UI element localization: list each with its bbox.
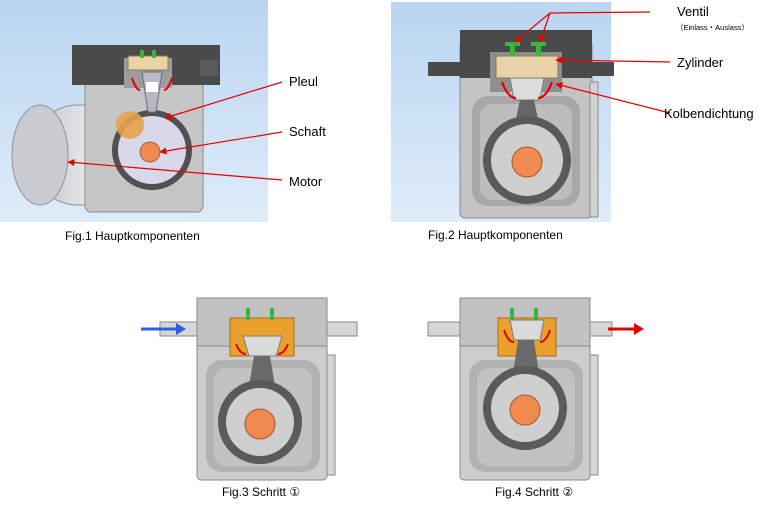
fig2-callout-ventil: Ventil [677, 4, 709, 19]
fig2-callout-kolbendichtung: Kolbendichtung [664, 106, 754, 121]
figure-1: Pleul Schaft Motor Fig.1 Hauptkomponente… [0, 0, 326, 243]
figure-2: Ventil （Einlass・Auslass） Zylinder Kolben… [391, 2, 754, 242]
fig2-shaft [511, 146, 543, 178]
fig4-shaft [509, 394, 541, 426]
fig1-callout-pleul: Pleul [289, 74, 318, 89]
fig2-zylinder-arrow [555, 56, 671, 64]
fig2-kolbendichtung-arrow [555, 82, 671, 114]
figure-3: Fig.3 Schritt ① [141, 297, 358, 499]
fig3-piston [229, 308, 295, 357]
fig4-outflow-arrowhead [634, 323, 644, 335]
fig4-caption: Fig.4 Schritt ② [495, 485, 573, 499]
figure-4: Fig.4 Schritt ② [427, 297, 644, 499]
fig1-motor-arrow [67, 158, 283, 181]
fig3-inflow-arrowhead [176, 323, 186, 335]
fig2-callout-ventil-sub: （Einlass・Auslass） [676, 23, 749, 32]
fig1-pleul-arrow [164, 81, 283, 120]
fig2-callout-zylinder: Zylinder [677, 55, 724, 70]
fig2-ventil-arrow-a [514, 12, 551, 43]
fig2-ventil-arrow-b [538, 12, 551, 43]
fig1-callout-motor: Motor [289, 174, 323, 189]
fig3-caption: Fig.3 Schritt ① [222, 485, 300, 499]
fig2-caption: Fig.2 Hauptkomponenten [428, 228, 563, 242]
fig4-piston [497, 308, 557, 357]
fig1-schaft-arrow [159, 131, 283, 155]
fig1-shaft [139, 141, 161, 163]
fig3-shaft [244, 408, 276, 440]
fig1-callout-schaft: Schaft [289, 124, 326, 139]
fig1-caption: Fig.1 Hauptkomponenten [65, 229, 200, 243]
fig2-ventil-leader [549, 11, 651, 14]
